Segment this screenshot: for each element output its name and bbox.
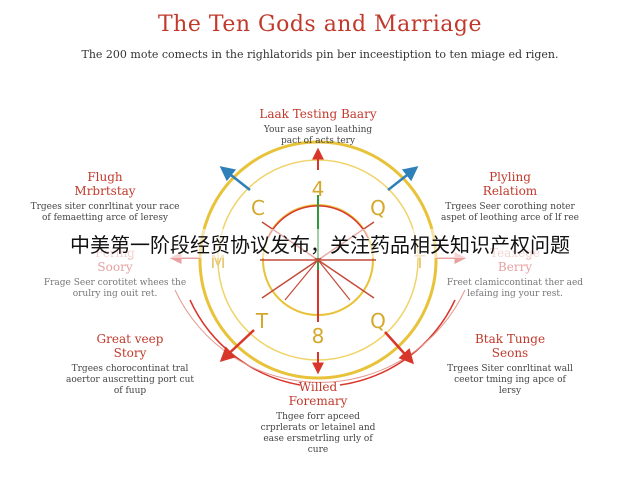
page-subtitle: The 200 mote comects in the righlatorids…	[81, 48, 559, 61]
label-lower-right: Btak Tunge Seons Trgees Siter conrltinat…	[430, 332, 590, 397]
label-lower-right-desc: Trgees Siter conrltinat wall ceetor tmin…	[447, 364, 573, 396]
label-bottom-desc: Thgee forr apceed crprlerats or letainel…	[260, 412, 376, 455]
spoke-fan-1	[284, 259, 319, 301]
label-top-desc: Your ase sayon leathing pact of acts ter…	[263, 125, 373, 146]
ring-letter-upper-right: Q	[370, 196, 386, 220]
label-bottom: Willed Foremary Thgee forr apceed crprle…	[238, 380, 398, 456]
label-top-name: Laak Testing Baary	[259, 107, 377, 121]
outer-ring	[198, 140, 438, 380]
label-upper-left-desc: Trgees siter conrltinat your race of fem…	[30, 202, 180, 223]
label-upper-right: Plyling Relatiom Trgees Seer corothing n…	[435, 170, 585, 224]
label-left-desc: Frage Seer corotitet whees the orulry in…	[43, 278, 187, 299]
page-title: The Ten Gods and Marriage	[158, 12, 482, 37]
arrow-lower-right	[384, 331, 415, 365]
arrow-upper-right	[387, 166, 419, 191]
outer-arc-bottom	[174, 289, 466, 383]
label-upper-right-name: Plyling Relatiom	[482, 170, 538, 198]
label-lower-left-name: Great veep Story	[96, 332, 164, 360]
arrow-upper-left	[219, 166, 251, 191]
ring-letter-lower-right: Q	[370, 309, 386, 333]
label-top: Laak Testing Baary Your ase sayon leathi…	[233, 107, 403, 147]
arrow-lower-left	[219, 329, 255, 363]
label-upper-left-name: Flugh Mrbrtstay	[74, 170, 136, 198]
ring-letter-top: 4	[312, 177, 325, 201]
spoke-fan-2	[317, 259, 351, 301]
label-upper-left: Flugh Mrbrtstay Trgees siter conrltinat …	[30, 170, 180, 224]
ring-letter-bottom: 8	[312, 324, 325, 348]
label-lower-right-name: Btak Tunge Seons	[474, 332, 546, 360]
label-upper-right-desc: Trgees Seer corothing noter aspet of leo…	[440, 202, 580, 223]
label-lower-left: Great veep Story Trgees chorocontinat tr…	[50, 332, 210, 397]
ring-letter-lower-left: T	[255, 309, 269, 333]
label-lower-left-desc: Trgees chorocontinat tral aoertor auscre…	[65, 364, 194, 396]
ring-letter-upper-left: C	[251, 196, 265, 220]
label-right-desc: Freet clamiccontinat ther aed lefaing in…	[446, 278, 584, 299]
label-bottom-name: Willed Foremary	[288, 380, 348, 408]
overlay-banner-text: 中美第一阶段经贸协议发布，关注药品相关知识产权问题	[0, 229, 640, 258]
